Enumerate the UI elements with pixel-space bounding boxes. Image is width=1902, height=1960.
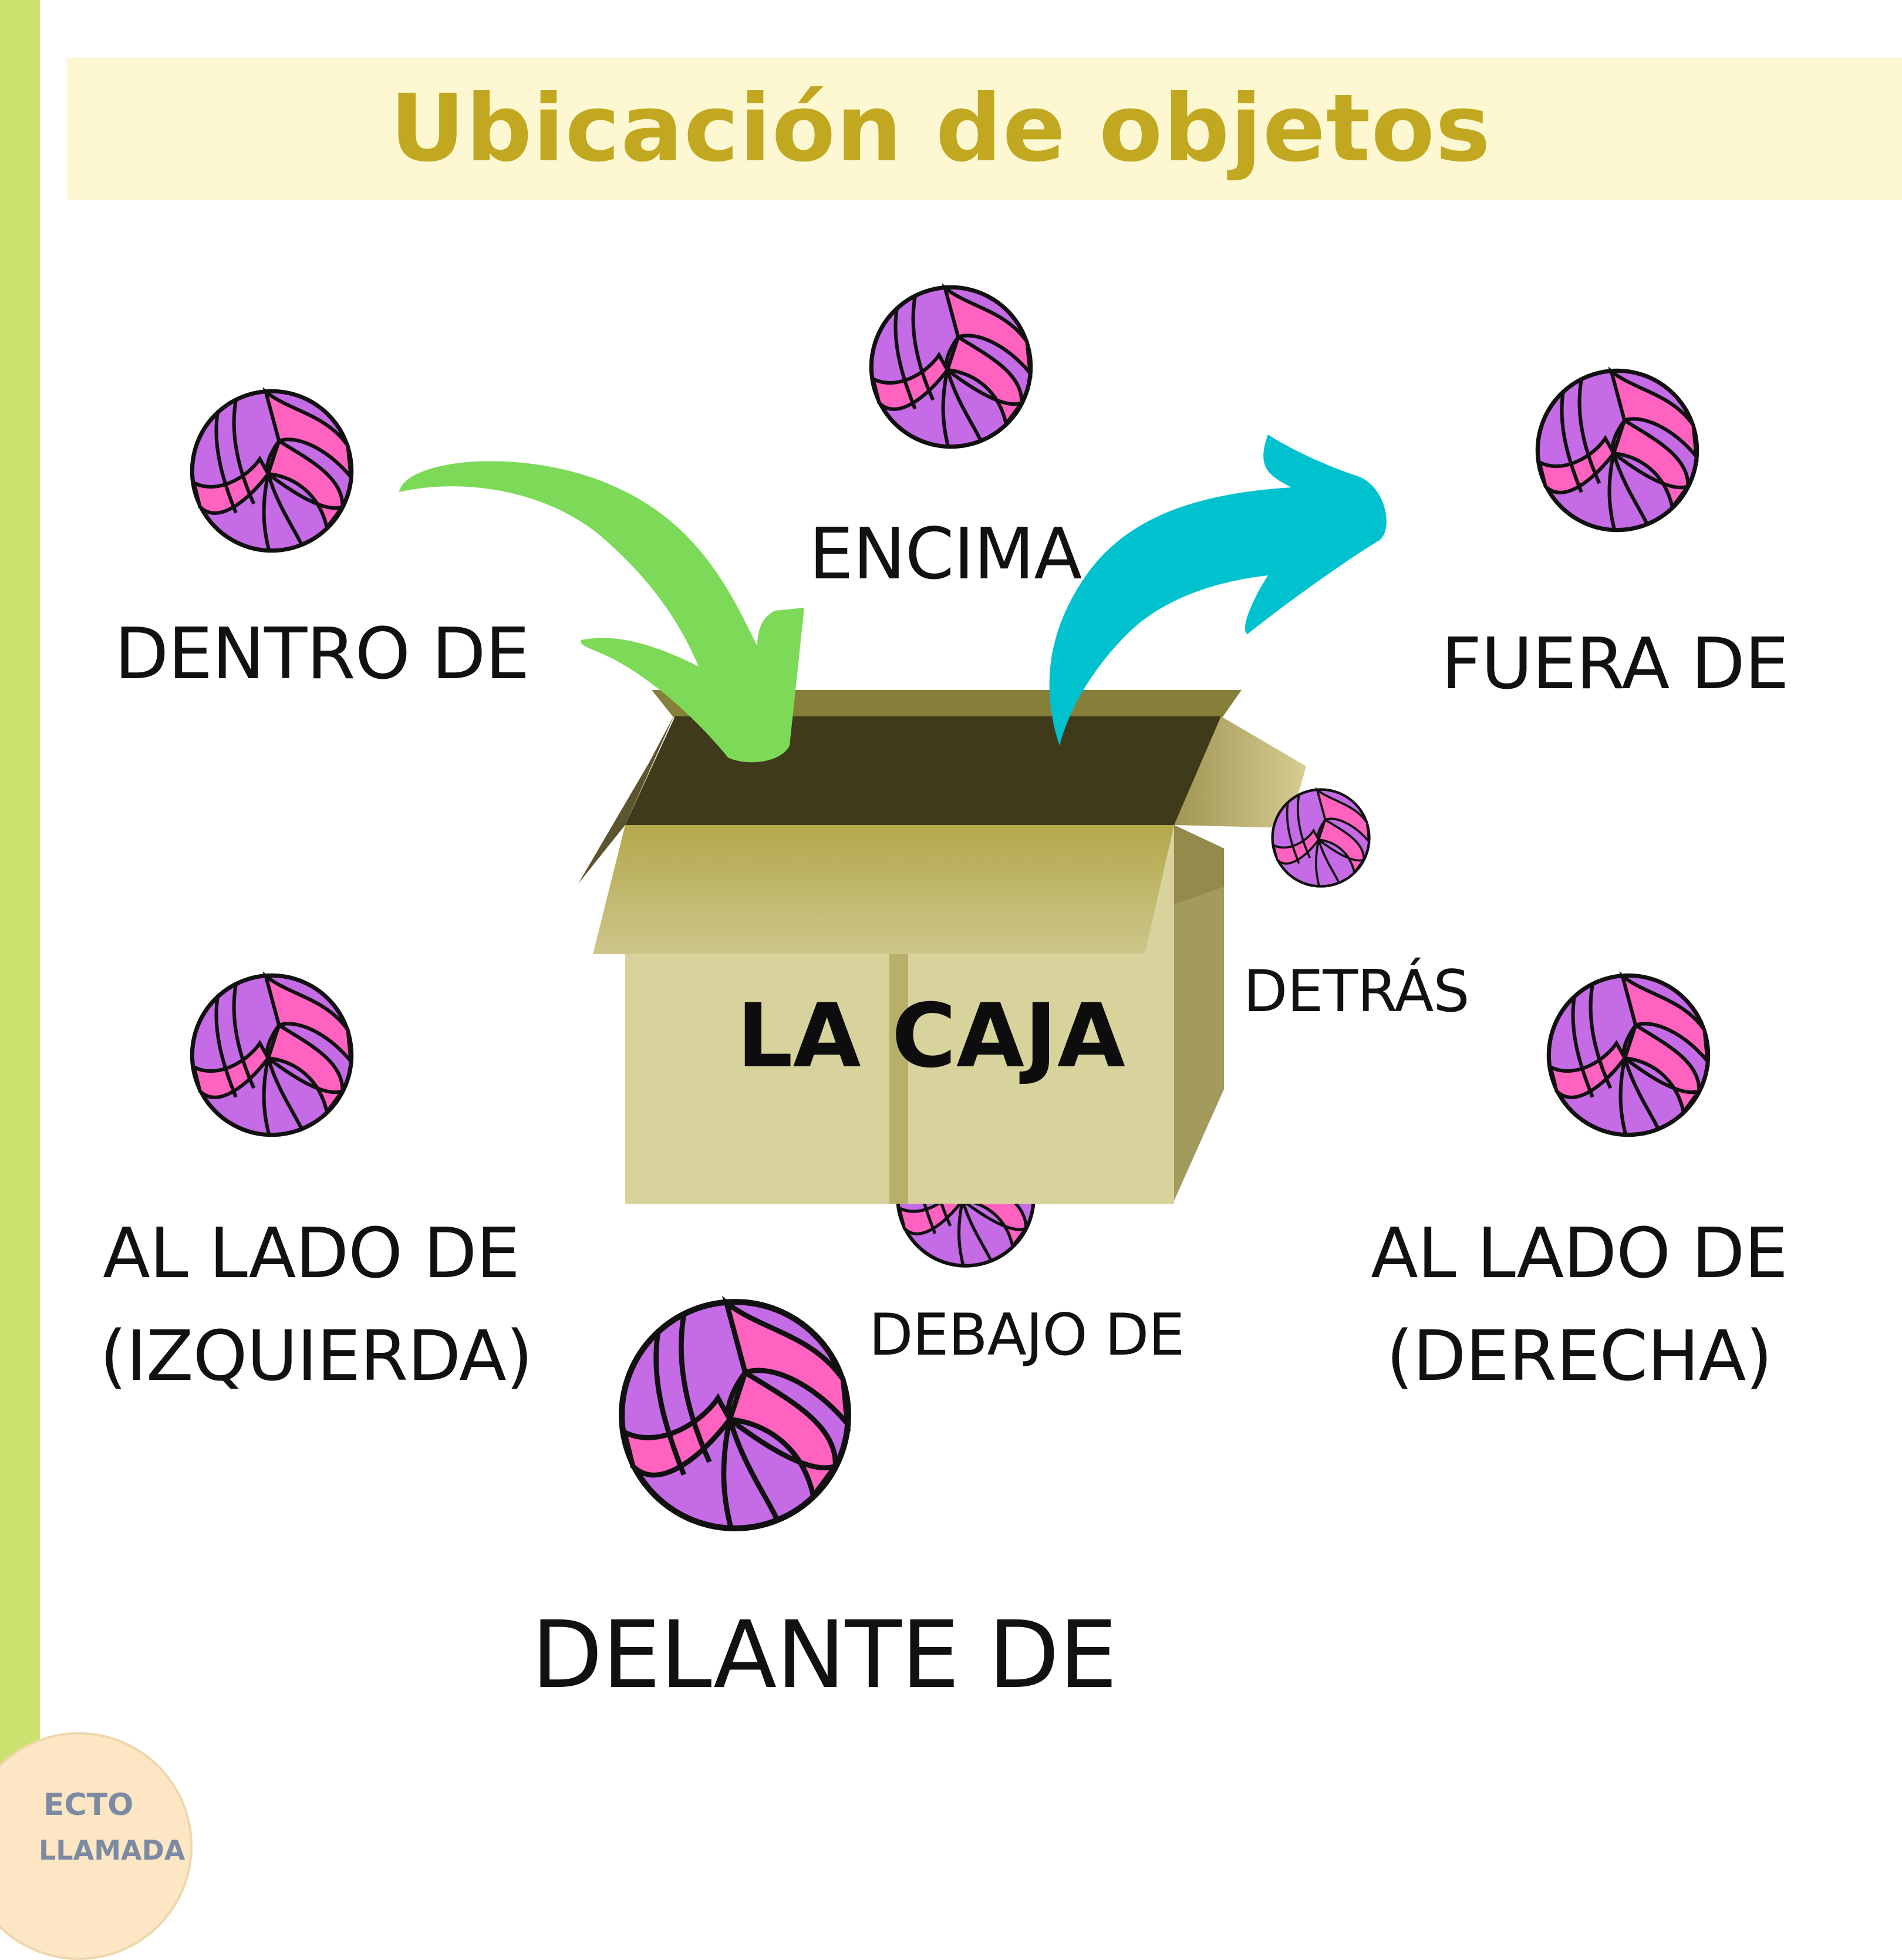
ball-delante xyxy=(622,1302,848,1528)
curved-arrow-in-icon xyxy=(399,461,804,763)
ball-detras xyxy=(1273,790,1370,887)
illustration xyxy=(0,0,1902,1902)
label-al-lado-derecha-1: AL LADO DE xyxy=(1371,1213,1788,1294)
label-encima: ENCIMA xyxy=(809,514,1082,595)
logo-text-1: ECTO xyxy=(43,1787,134,1823)
box-label: LA CAJA xyxy=(737,985,1125,1087)
page-title: Ubicación de objetos xyxy=(389,75,1492,183)
ball-izquierda xyxy=(192,975,351,1134)
ball-fuera xyxy=(1537,371,1697,530)
curved-arrow-out-icon xyxy=(1049,435,1387,746)
left-accent-bar xyxy=(0,0,40,1902)
label-debajo: DEBAJO DE xyxy=(869,1302,1185,1369)
ball-encima xyxy=(871,287,1030,446)
label-al-lado-izquierda-1: AL LADO DE xyxy=(103,1213,520,1294)
label-fuera: FUERA DE xyxy=(1441,624,1789,705)
ball-derecha xyxy=(1549,975,1708,1134)
label-detras: DETRÁS xyxy=(1243,958,1470,1025)
label-delante: DELANTE DE xyxy=(531,1601,1117,1709)
title-banner: Ubicación de objetos xyxy=(67,58,1902,200)
label-al-lado-derecha-2: (DERECHA) xyxy=(1386,1315,1773,1396)
ball-dentro xyxy=(192,391,351,550)
logo-text-2: LLAMADA xyxy=(39,1834,186,1866)
label-dentro: DENTRO DE xyxy=(114,614,530,695)
open-box-icon xyxy=(578,690,1306,1204)
label-al-lado-izquierda-2: (IZQUIERDA) xyxy=(100,1315,533,1396)
